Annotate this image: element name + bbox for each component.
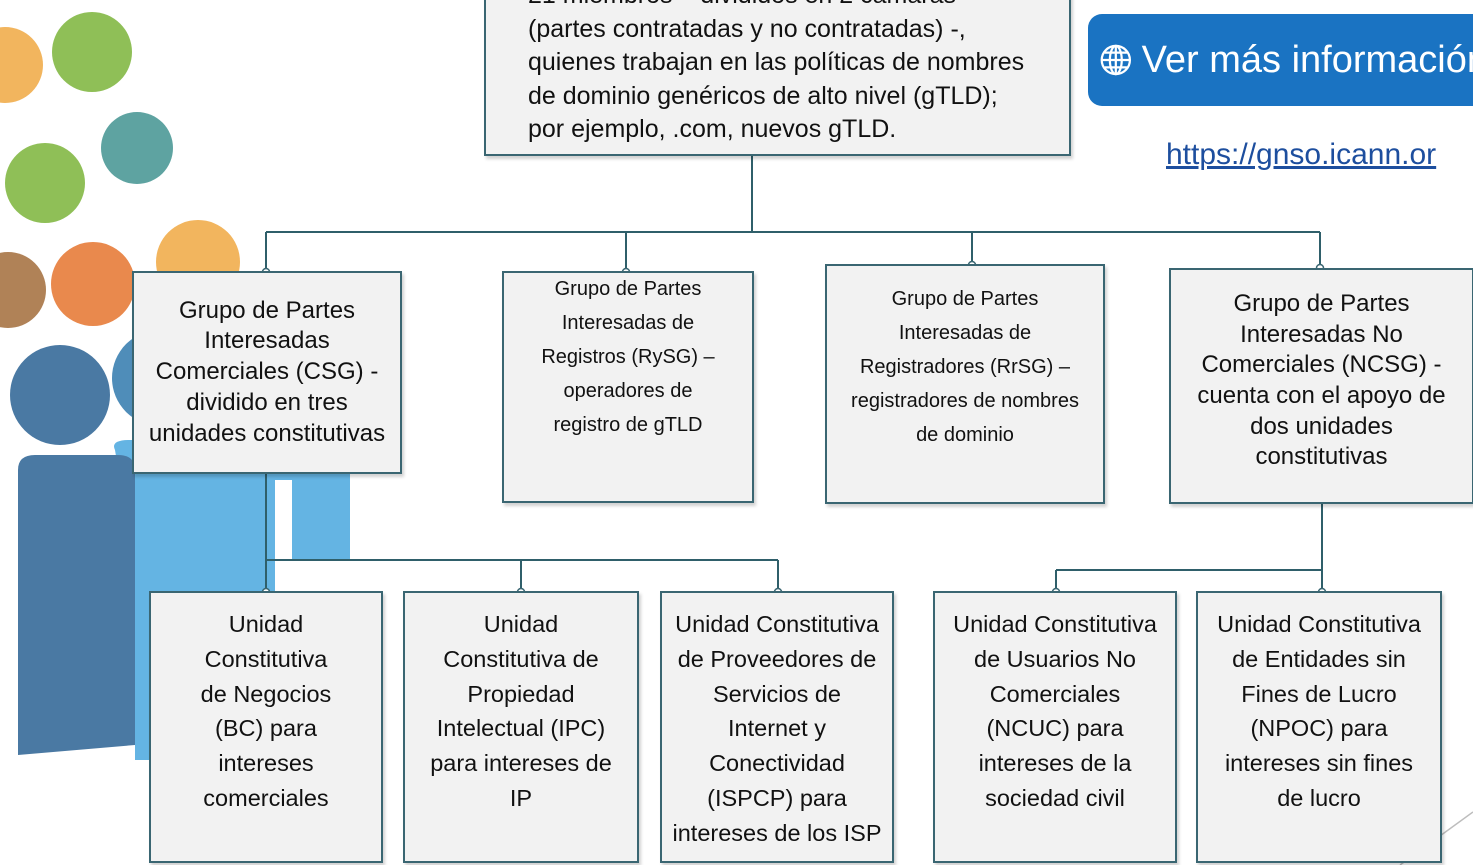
- unit-line: (NPOC) para: [1250, 715, 1388, 742]
- group-box-csg: Grupo de Partes Interesadas Comerciales …: [132, 271, 402, 474]
- group-line: Grupo de Partes: [1233, 289, 1410, 317]
- unit-line: Unidad: [483, 611, 559, 637]
- more-info-button[interactable]: Ver más información: [1088, 14, 1473, 106]
- globe-icon: [1100, 44, 1132, 76]
- unit-line: para intereses de: [430, 750, 612, 777]
- person-body-icon: [18, 455, 135, 755]
- unit-line: IP: [509, 784, 533, 811]
- group-line: registro de gTLD: [553, 414, 703, 436]
- group-line: dividido en tres: [186, 388, 348, 416]
- unit-box-text: Unidad Constitutiva de Negocios (BC) par…: [201, 607, 332, 816]
- unit-line: de Proveedores de: [677, 645, 877, 672]
- group-line: Interesadas de: [898, 322, 1032, 344]
- group-line: Comerciales (CSG) -: [155, 358, 379, 386]
- unit-box-ispcp: Unidad Constitutiva de Proveedores de Se…: [660, 591, 894, 863]
- unit-line: sociedad civil: [985, 784, 1125, 811]
- unit-line: Comerciales: [989, 680, 1121, 707]
- unit-box-text: Unidad Constitutiva de Entidades sin Fin…: [1217, 607, 1421, 816]
- unit-line: de Negocios: [200, 680, 332, 707]
- unit-line: Propiedad: [467, 680, 575, 707]
- decorative-circles: [0, 12, 240, 328]
- unit-box-bc: Unidad Constitutiva de Negocios (BC) par…: [149, 591, 383, 863]
- unit-line: comerciales: [203, 784, 329, 811]
- group-line: Interesadas de: [561, 312, 695, 334]
- unit-box-ncuc: Unidad Constitutiva de Usuarios No Comer…: [933, 591, 1177, 863]
- group-line: Grupo de Partes: [891, 288, 1039, 310]
- description-line: por ejemplo, .com, nuevos gTLD.: [528, 115, 897, 143]
- group-line: operadores de: [563, 380, 693, 402]
- unit-line: de lucro: [1277, 784, 1361, 811]
- unit-box-ipc: Unidad Constitutiva de Propiedad Intelec…: [403, 591, 639, 863]
- brown-circle-decoration: [0, 252, 46, 328]
- green-circle-decoration: [52, 12, 132, 92]
- unit-box-npoc: Unidad Constitutiva de Entidades sin Fin…: [1196, 591, 1442, 863]
- gnso-link[interactable]: https://gnso.icann.or: [1166, 138, 1437, 171]
- group-line: registradores de nombres: [851, 390, 1079, 412]
- unit-line: Fines de Lucro: [1241, 680, 1397, 707]
- group-box-text: Grupo de Partes Interesadas No Comercial…: [1197, 289, 1445, 473]
- description-line: quienes trabajan en las políticas de nom…: [528, 48, 1025, 76]
- unit-line: intereses sin fines: [1224, 750, 1414, 777]
- orange-circle-decoration: [51, 242, 135, 326]
- unit-line: intereses de los ISP: [672, 819, 882, 846]
- unit-line: de Entidades sin: [1232, 645, 1406, 672]
- group-box-text: Grupo de Partes Interesadas Comerciales …: [149, 296, 385, 450]
- unit-line: (BC) para: [215, 715, 317, 742]
- group-box-rysg: Grupo de Partes Interesadas de Registros…: [502, 271, 754, 503]
- unit-line: Constitutiva: [204, 645, 328, 672]
- group-line: de dominio: [916, 424, 1014, 446]
- group-line: dos unidades: [1250, 412, 1393, 440]
- group-box-rrsg: Grupo de Partes Interesadas de Registrad…: [825, 264, 1105, 504]
- group-line: Grupo de Partes: [554, 278, 702, 300]
- unit-line: de Usuarios No: [974, 645, 1136, 672]
- group-box-text: Grupo de Partes Interesadas de Registrad…: [851, 282, 1079, 452]
- group-line: Interesadas: [204, 327, 330, 355]
- unit-line: Unidad Constitutiva: [675, 611, 879, 637]
- description-line: (partes contratadas y no contratadas) -,: [528, 15, 966, 43]
- more-info-label: Ver más información: [1141, 38, 1473, 81]
- group-line: unidades constitutivas: [148, 419, 386, 447]
- person-head-icon: [10, 345, 110, 445]
- group-line: Interesadas No: [1240, 320, 1403, 348]
- unit-line: Unidad Constitutiva: [1217, 611, 1421, 637]
- description-line: 21 miembros – divididos en 2 cámaras: [528, 0, 956, 12]
- group-box-ncsg: Grupo de Partes Interesadas No Comercial…: [1169, 268, 1473, 504]
- unit-line: Constitutiva de: [443, 645, 599, 672]
- unit-box-text: Unidad Constitutiva de Proveedores de Se…: [673, 607, 882, 850]
- group-line: Grupo de Partes: [178, 296, 356, 324]
- unit-line: Unidad: [228, 611, 304, 637]
- unit-line: Servicios de: [713, 680, 841, 707]
- gnso-council-description-box: 21 miembros – divididos en 2 cámaras (pa…: [484, 0, 1071, 156]
- unit-line: (NCUC) para: [986, 715, 1124, 742]
- unit-line: Internet y: [728, 715, 826, 742]
- group-box-text: Grupo de Partes Interesadas de Registros…: [541, 272, 714, 442]
- group-line: constitutivas: [1255, 443, 1388, 471]
- unit-line: intereses de la: [978, 750, 1132, 777]
- group-line: cuenta con el apoyo de: [1197, 382, 1446, 409]
- unit-line: Intelectual (IPC): [436, 715, 606, 742]
- group-line: Registradores (RrSG) –: [859, 356, 1071, 378]
- description-line: de dominio genéricos de alto nivel (gTLD…: [528, 82, 998, 110]
- unit-line: (ISPCP) para: [707, 784, 847, 811]
- unit-line: Conectividad: [709, 750, 845, 777]
- unit-line: intereses: [218, 750, 314, 777]
- teal-circle-decoration: [101, 112, 173, 184]
- unit-box-text: Unidad Constitutiva de Usuarios No Comer…: [953, 607, 1157, 816]
- unit-box-text: Unidad Constitutiva de Propiedad Intelec…: [430, 607, 612, 816]
- unit-line: Unidad Constitutiva: [953, 611, 1157, 637]
- group-line: Comerciales (NCSG) -: [1201, 351, 1442, 379]
- green-circle-decoration: [5, 143, 85, 223]
- orange-circle-decoration: [0, 27, 43, 103]
- group-line: Registros (RySG) –: [541, 346, 715, 368]
